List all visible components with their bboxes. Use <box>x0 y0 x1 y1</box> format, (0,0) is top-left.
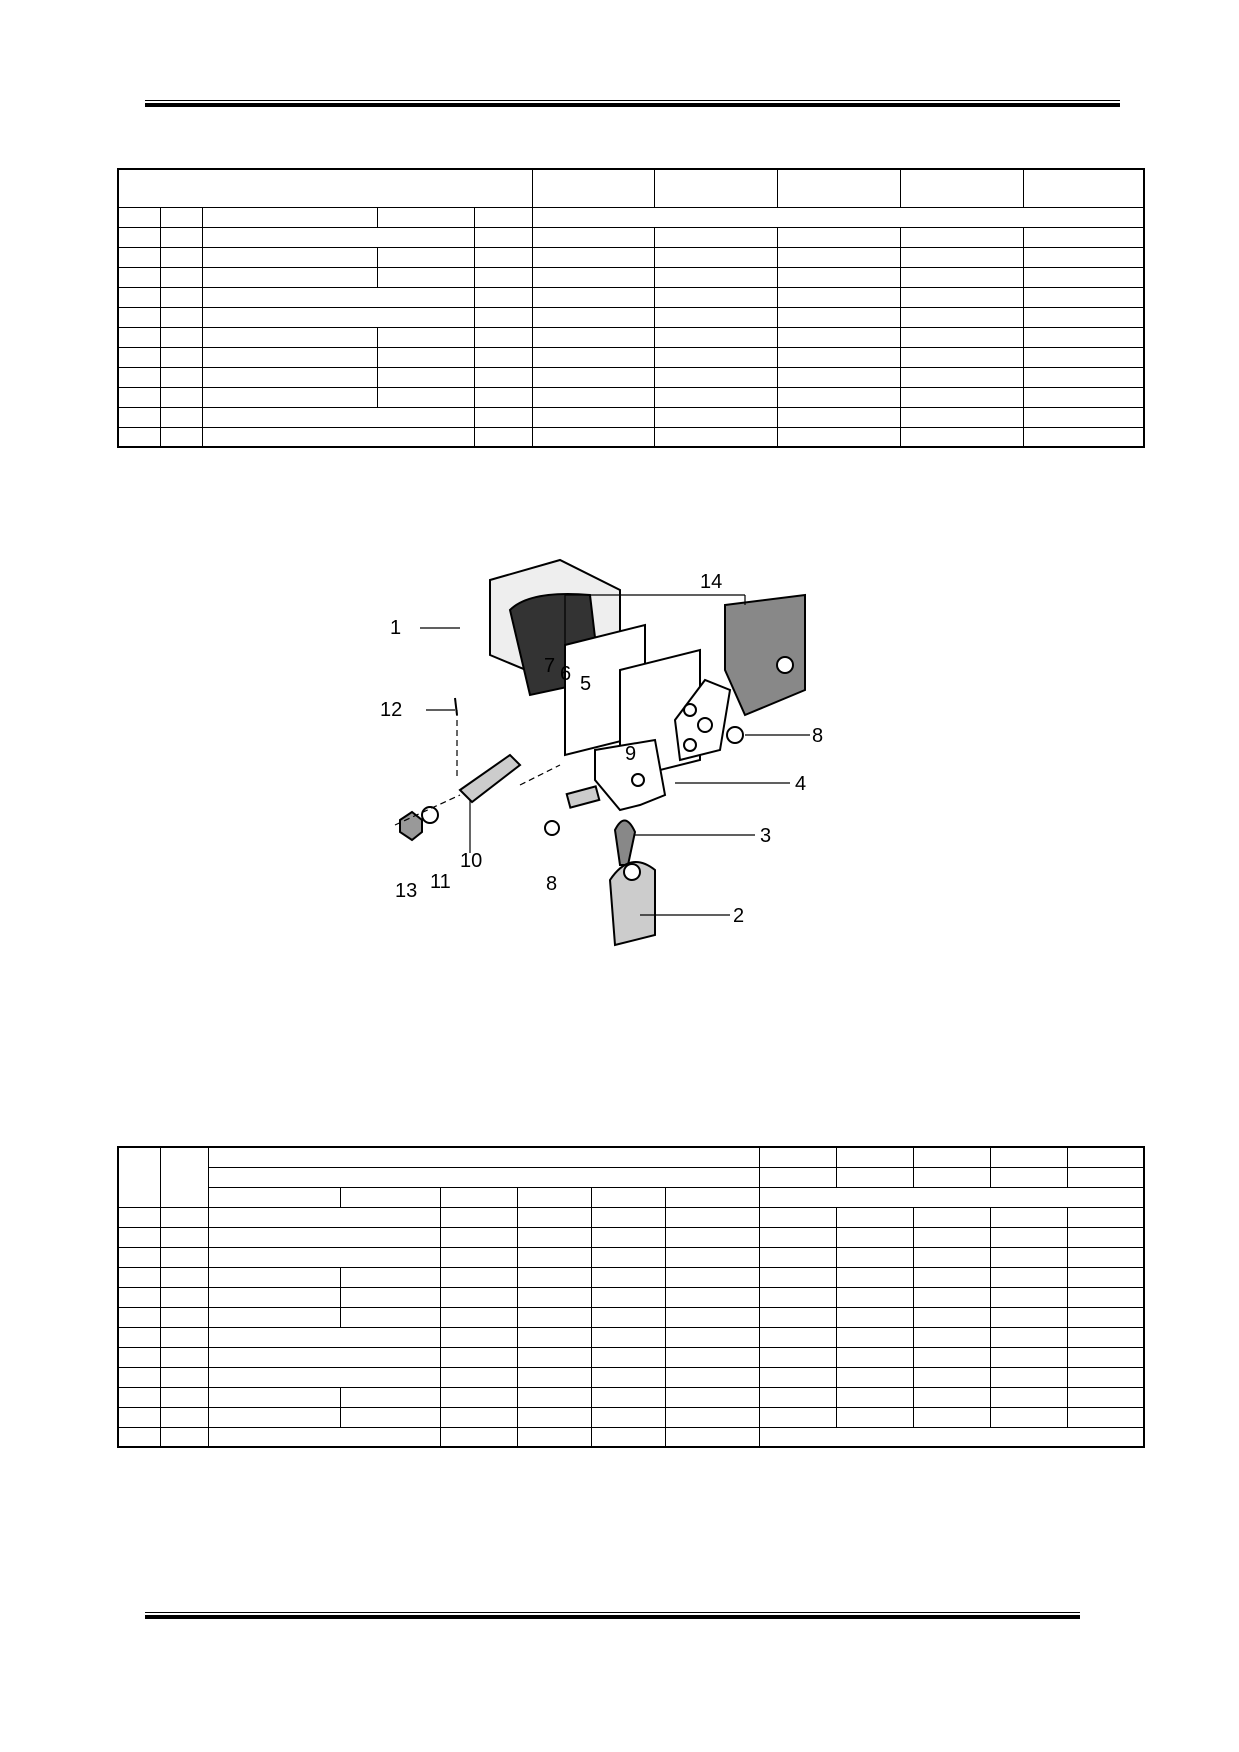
header-rule <box>145 100 1120 107</box>
callout: 12 <box>380 699 402 721</box>
callout: 11 <box>430 871 451 893</box>
callout: 6 <box>560 663 571 685</box>
table-row <box>117 326 1145 348</box>
part-4-clevis <box>594 738 667 812</box>
part-14-block <box>724 593 806 717</box>
table-header-row <box>118 1166 1145 1188</box>
part-13-nut <box>399 810 423 842</box>
callout: 2 <box>733 905 744 927</box>
footer-rule <box>145 1612 1080 1619</box>
part-8-ring-right <box>726 726 744 744</box>
part-10-bolt <box>458 753 522 804</box>
table-row <box>117 1326 1145 1348</box>
table-row <box>117 1346 1145 1368</box>
part-8-ring-left <box>544 820 560 836</box>
upper-parts-table <box>117 168 1146 448</box>
callout: 8 <box>546 873 557 895</box>
callout: 8 <box>812 725 823 747</box>
lower-parts-table <box>117 1146 1146 1448</box>
table-row <box>117 246 1145 268</box>
callout: 5 <box>580 673 591 695</box>
table-row <box>117 306 1145 328</box>
table-row <box>117 1406 1145 1428</box>
callout: 1 <box>390 617 401 639</box>
callout: 10 <box>460 850 482 872</box>
table-row <box>117 426 1145 448</box>
table-row <box>117 1386 1145 1408</box>
table-header-row <box>117 1146 1145 1208</box>
table-row <box>117 346 1145 368</box>
callout: 4 <box>795 773 806 795</box>
table-row <box>117 226 1145 248</box>
table-row <box>117 366 1145 388</box>
table-row <box>117 266 1145 288</box>
table-row <box>117 1426 1145 1448</box>
table-header-row <box>117 206 1145 228</box>
table-header-row <box>117 168 1145 208</box>
table-row <box>117 386 1145 408</box>
callout: 7 <box>544 655 555 677</box>
callout: 14 <box>700 571 722 593</box>
table-row <box>117 1366 1145 1388</box>
table-row <box>117 286 1145 308</box>
part-11-washer <box>421 806 439 824</box>
table-row <box>117 1266 1145 1288</box>
table-row <box>117 1286 1145 1308</box>
table-row <box>117 1246 1145 1268</box>
table-row <box>117 1226 1145 1248</box>
table-row <box>117 1206 1145 1228</box>
callout: 3 <box>760 825 771 847</box>
part-2-latch <box>608 861 656 947</box>
table-row <box>117 1306 1145 1328</box>
callout: 9 <box>625 743 636 765</box>
table-row <box>117 406 1145 428</box>
callout: 13 <box>395 880 417 902</box>
table-header-row <box>118 1186 1145 1208</box>
part-9-pin <box>565 785 601 809</box>
exploded-parts-diagram: 1 2 3 4 5 6 7 8 8 9 10 11 12 13 14 <box>380 558 823 947</box>
part-3-tab <box>613 819 637 866</box>
